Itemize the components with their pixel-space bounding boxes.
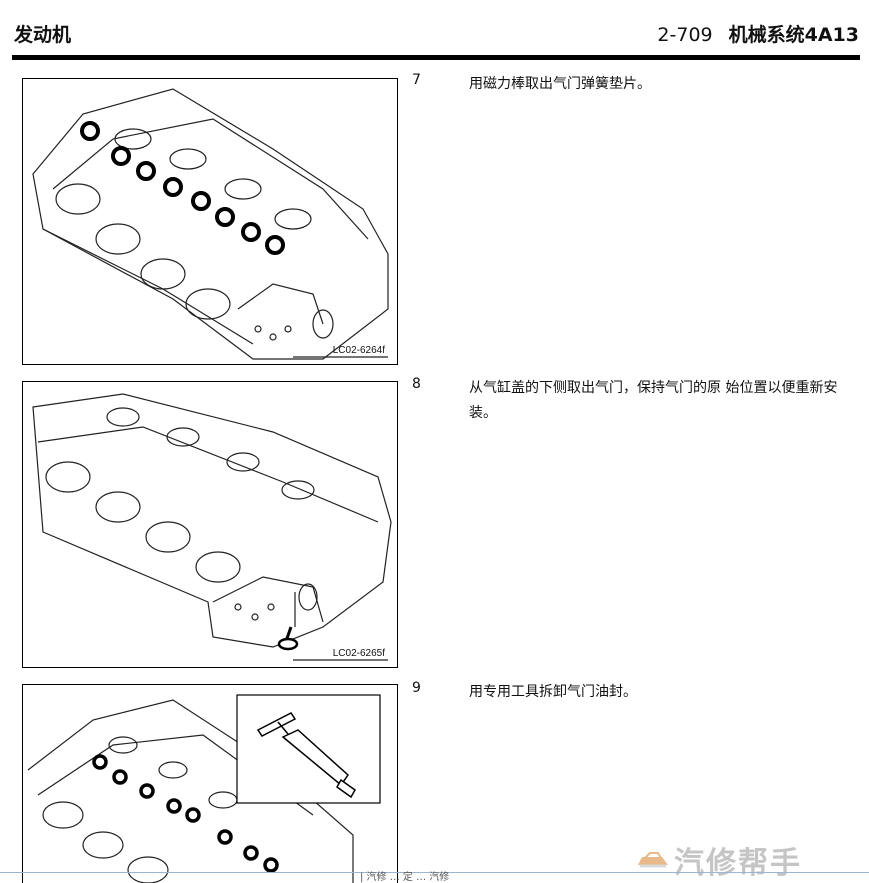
cylinder-head-illustration-2 xyxy=(32,393,392,661)
figure-code: LC02-6265f xyxy=(332,648,385,659)
figure-code: LC02-6264f xyxy=(332,345,385,356)
step-text: 从气缸盖的下侧取出气门，保持气门的原 始位置以便重新安装。 xyxy=(469,380,838,421)
step-number: 8 xyxy=(412,376,421,392)
cylinder-head-illustration-1 xyxy=(32,88,389,360)
step-text: 用磁力棒取出气门弹簧垫片。 xyxy=(469,76,651,92)
figure-1: LC02-6264f xyxy=(22,78,398,365)
watermark-text: 汽修帮手 xyxy=(674,846,802,881)
section-title: 机械系统4A13 xyxy=(728,24,859,46)
figure-2: LC02-6265f xyxy=(22,381,398,668)
watermark: 汽修帮手 xyxy=(636,838,802,882)
step-number: 7 xyxy=(412,72,421,88)
bottom-divider xyxy=(0,872,869,873)
page-header-right: 2-709 机械系统4A13 xyxy=(657,20,859,47)
step-text: 用专用工具拆卸气门油封。 xyxy=(469,684,637,700)
header-rule xyxy=(12,55,860,60)
step-number: 9 xyxy=(412,680,421,696)
car-logo-icon xyxy=(638,852,668,868)
page-number: 2-709 xyxy=(657,24,713,46)
footer-fragment: | 汽修 … 定 … 汽修 xyxy=(360,872,450,883)
cylinder-head-illustration-3 xyxy=(27,694,381,883)
chapter-title: 发动机 xyxy=(14,24,72,46)
figure-3 xyxy=(22,684,398,883)
